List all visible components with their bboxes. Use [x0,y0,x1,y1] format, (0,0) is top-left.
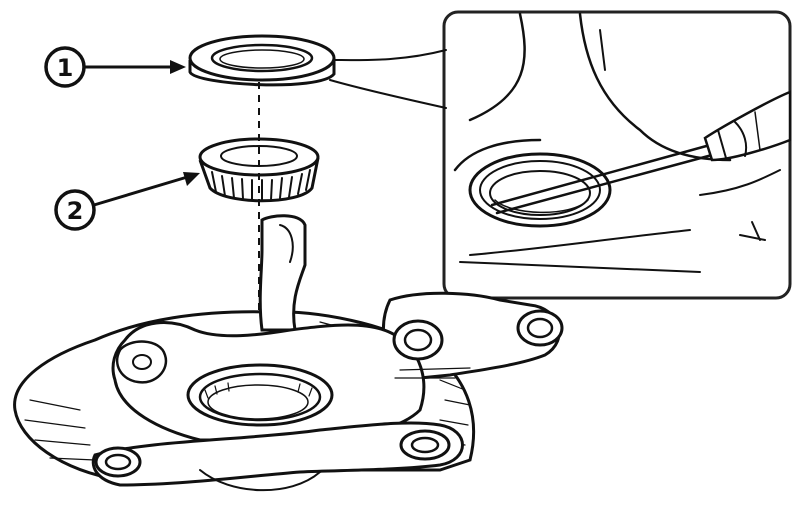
left-ear-hole [132,354,152,370]
seal-part [188,34,336,87]
bolt-boss-lower-right [399,429,451,461]
screwdriver-icon [490,90,792,215]
inset-detail [442,10,792,300]
callout-1: 1 [44,46,186,88]
knuckle-upper-arm [258,214,307,332]
bolt-boss-right-upper [392,319,444,361]
inset-leader-bottom [329,79,447,109]
bearing-part [198,137,320,203]
callout-2-number: 2 [67,197,84,225]
callout-2-leader [92,173,196,207]
left-ear [115,340,168,384]
bolt-boss-right-outer [516,309,564,347]
callout-2: 2 [54,172,200,231]
seal-seat-bore [468,152,612,228]
callout-1-arrowhead [170,60,186,74]
hub-bore [186,363,334,427]
inset-leader-top [329,49,447,62]
steering-knuckle [13,214,564,492]
callout-1-number: 1 [57,54,74,82]
bolt-boss-lower-left [94,446,142,478]
callout-2-arrowhead [183,172,200,186]
knuckle-lower-arm [91,421,464,487]
callout-2-circle [54,189,96,231]
